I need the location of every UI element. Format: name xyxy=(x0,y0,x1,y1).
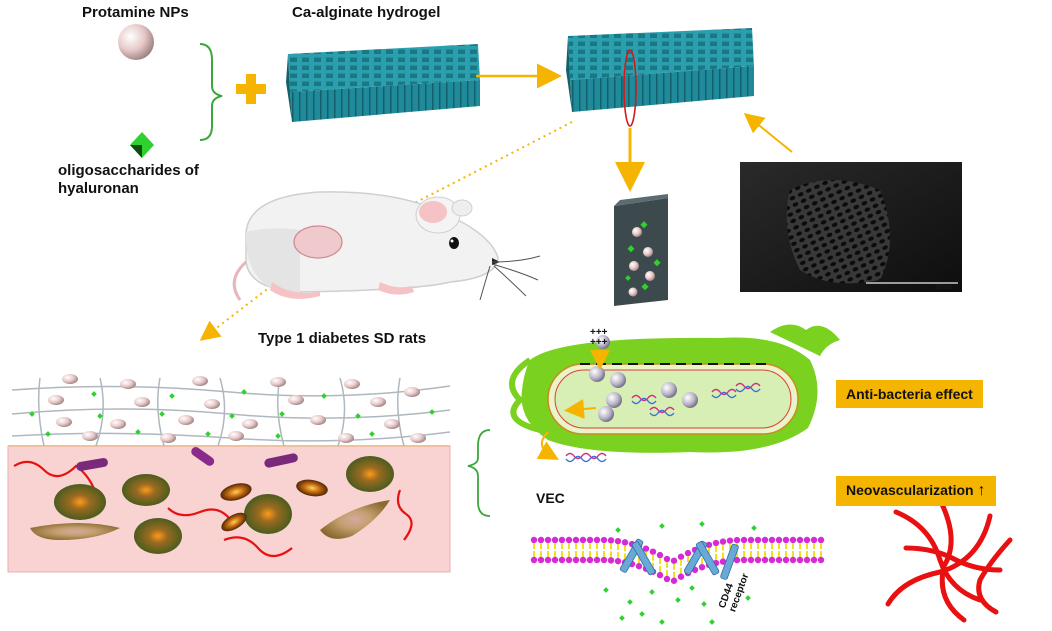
neovasc-label: Neovascularization xyxy=(846,482,974,498)
bacterium-nps xyxy=(589,366,698,422)
arrow-hydrogel-to-rat xyxy=(362,121,573,230)
wound-cells xyxy=(30,456,394,554)
wound-bacteria xyxy=(76,447,298,471)
scale-bar-label: 50 um xyxy=(936,285,953,291)
protamine-label: Protamine NPs xyxy=(82,4,189,21)
bracket-effects xyxy=(467,429,491,517)
hydrogel-pillar xyxy=(614,194,668,306)
charge-symbols-2: +++ xyxy=(590,337,608,348)
dna-strands xyxy=(565,382,761,463)
hydrogel-block-1 xyxy=(286,44,480,122)
hydrogel-label: Ca-alginate hydrogel xyxy=(292,4,441,21)
bracket-ingredients xyxy=(199,43,223,141)
sem-micrograph xyxy=(740,162,962,292)
oha-diamond-symbol xyxy=(130,132,154,158)
cd44-receptors xyxy=(619,538,739,580)
wound-site xyxy=(293,225,343,259)
hydrogel-block-2 xyxy=(566,28,754,127)
selection-ellipse xyxy=(623,49,637,127)
neovascular-vessels xyxy=(885,497,1013,623)
antibacteria-label: Anti-bacteria effect xyxy=(846,386,973,402)
rat-illustration xyxy=(232,191,541,301)
up-arrow-icon: ↑ xyxy=(977,482,986,499)
oha-label-line1: oligosaccharides of xyxy=(58,162,199,179)
vec-label: VEC xyxy=(536,490,565,506)
wound-nps xyxy=(48,374,426,443)
oha-scatter xyxy=(603,521,757,625)
arrow-sem-to-block xyxy=(743,112,793,153)
antibacteria-badge: Anti-bacteria effect xyxy=(836,380,983,408)
plus-icon xyxy=(236,74,266,104)
bacterium-illustration xyxy=(509,324,840,463)
protamine-np-sphere xyxy=(118,24,154,60)
neovasc-badge: Neovascularization ↑ xyxy=(836,476,996,506)
wound-tissue-section xyxy=(7,374,451,573)
cell-membrane xyxy=(530,521,825,625)
oha-label-line2: hyaluronan xyxy=(58,180,139,197)
wound-oha xyxy=(29,389,435,439)
charge-symbols: +++ xyxy=(590,327,608,338)
wound-vessels xyxy=(13,460,413,558)
rats-label: Type 1 diabetes SD rats xyxy=(258,330,427,347)
